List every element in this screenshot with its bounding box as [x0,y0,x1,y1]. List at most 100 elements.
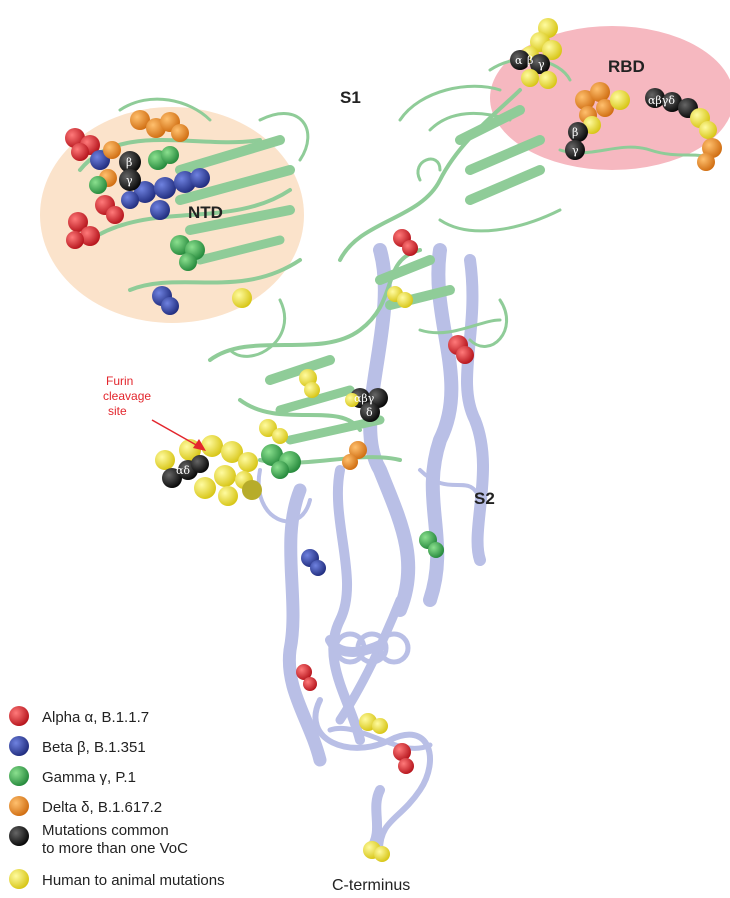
orange-sphere [575,90,595,110]
rbd-left-tag-top: α [515,54,523,67]
common-mutation-sphere [565,140,585,160]
human-animal-sphere [214,465,236,487]
orange-sphere [697,153,715,171]
common-mutation-sphere [530,54,550,74]
human-animal-sphere [539,71,557,89]
blue-sphere [150,200,170,220]
alpha-sphere [66,231,84,249]
human-animal-sphere [374,846,390,862]
alpha-sphere [71,143,89,161]
legend-swatch-gamma [9,766,29,786]
human-animal-sphere [610,90,630,110]
orange-sphere [130,110,150,130]
legend-label-beta: Beta β, B.1.351 [42,739,146,756]
blue-sphere [154,177,176,199]
orange-sphere [349,441,367,459]
human-animal-sphere [238,452,258,472]
human-animal-sphere [221,441,243,463]
human-animal-sphere [194,477,216,499]
human-animal-sphere [521,69,539,87]
legend-label-human-animal: Human to animal mutations [42,872,225,889]
ntd-label: NTD [188,203,223,222]
legend: Alpha α, B.1.1.7 Beta β, B.1.351 Gamma γ… [9,706,225,889]
legend-label-common-line1: Mutations common [42,822,169,839]
legend-swatch-alpha [9,706,29,726]
alpha-sphere [106,206,124,224]
human-animal-sphere [218,486,238,506]
furin-site-spheres [155,435,262,506]
green-sphere [161,146,179,164]
mid-tag-top: αβγ [354,392,375,405]
legend-swatch-common [9,826,29,846]
alpha-sphere [296,664,312,680]
green-sphere [428,542,444,558]
orange-sphere [702,138,722,158]
human-animal-sphere [232,288,252,308]
common-mutation-sphere [119,169,141,191]
human-animal-sphere [259,419,277,437]
ntd-mutation-spheres [65,110,252,315]
furin-label-line3: site [108,404,127,418]
s2-label: S2 [474,489,495,508]
rbd-low-tag-top: β [572,126,578,139]
alpha-sphere [303,677,317,691]
legend-swatch-beta [9,736,29,756]
green-sphere [261,444,283,466]
s1-label: S1 [340,88,361,107]
rbd-mutation-spheres [510,18,722,171]
common-mutation-sphere [191,455,209,473]
human-animal-sphere [542,40,562,60]
core-mutation-spheres [259,229,474,862]
legend-label-common-line2: to more than one VoC [42,840,188,857]
human-animal-sphere [345,393,359,407]
furin-arrow-line [151,419,199,447]
alpha-sphere [80,226,100,246]
orange-sphere [342,454,358,470]
orange-sphere [596,99,614,117]
legend-swatch-delta [9,796,29,816]
human-animal-sphere [304,382,320,398]
human-animal-sphere [201,435,223,457]
legend-swatch-human-animal [9,869,29,889]
legend-label-alpha: Alpha α, B.1.1.7 [42,709,149,726]
orange-sphere [590,82,610,102]
common-mutation-sphere [645,88,665,108]
alpha-sphere [398,758,414,774]
green-sphere [179,253,197,271]
rbd-label: RBD [608,57,645,76]
orange-sphere [171,124,189,142]
human-animal-sphere [397,292,413,308]
common-mutation-sphere [568,122,588,142]
furin-label-line1: Furin [106,374,133,388]
alpha-sphere [402,240,418,256]
furin-tag: αδ [176,464,190,477]
mid-tag-bot: δ [366,406,373,419]
furin-label-line2: cleavage [103,389,151,403]
ntd-tag-top: β [126,156,132,169]
green-sphere [89,176,107,194]
ntd-tag-bottom: γ [126,174,133,187]
human-animal-sphere [242,480,262,500]
human-animal-sphere [372,718,388,734]
human-animal-sphere [272,428,288,444]
rbd-right-tag: αβγδ [648,94,675,107]
blue-sphere [310,560,326,576]
alpha-sphere [456,346,474,364]
rbd-left-tag-mid: β [527,54,533,67]
blue-sphere [134,181,156,203]
alpha-sphere [68,212,88,232]
alpha-sphere [393,743,411,761]
green-sphere [271,461,289,479]
legend-label-delta: Delta δ, B.1.617.2 [42,799,162,816]
c-terminus-label: C-terminus [332,877,410,894]
furin-arrow-head [193,439,206,451]
rbd-left-tag-bot: γ [538,58,545,71]
rbd-low-tag-bot: γ [572,144,579,157]
common-mutation-sphere [510,50,530,70]
human-animal-sphere [699,121,717,139]
s1-ribbon [78,57,712,465]
orange-sphere [103,141,121,159]
human-animal-sphere [155,450,175,470]
common-mutation-sphere [662,92,682,112]
common-mutation-sphere [162,468,182,488]
